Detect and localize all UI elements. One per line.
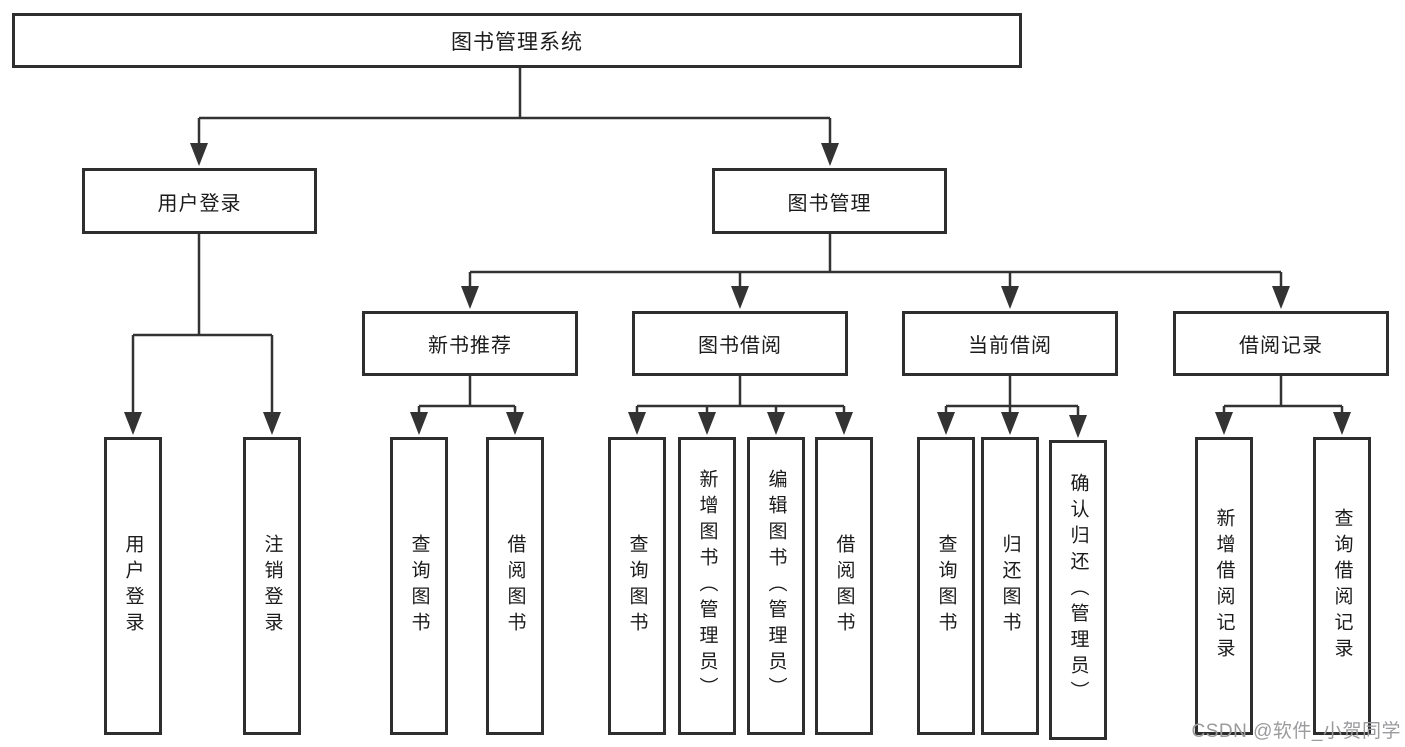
- leaf-recommend-query-books: 查询图书: [390, 437, 448, 735]
- leaf-borrow-borrow-books: 借阅图书: [815, 437, 873, 735]
- leaf-borrow-edit-books-admin-label: 编辑图书（管理员）: [765, 469, 787, 703]
- leaf-borrow-add-books-admin-label: 新增图书（管理员）: [696, 469, 718, 703]
- leaf-user-login: 用户登录: [104, 437, 162, 735]
- leaf-records-query-record: 查询借阅记录: [1313, 437, 1371, 735]
- node-borrow-records-label: 借阅记录: [1239, 335, 1323, 357]
- node-new-book-recommend: 新书推荐: [362, 311, 578, 376]
- leaf-borrow-query-books: 查询图书: [608, 437, 666, 735]
- leaf-borrow-add-books-admin: 新增图书（管理员）: [678, 437, 736, 735]
- node-borrow-records: 借阅记录: [1173, 311, 1389, 376]
- leaf-recommend-query-books-label: 查询图书: [408, 534, 430, 638]
- node-book-management: 图书管理: [712, 168, 947, 234]
- node-current-borrow-label: 当前借阅: [968, 335, 1052, 357]
- node-book-management-label: 图书管理: [787, 192, 872, 215]
- node-book-borrow-label: 图书借阅: [698, 335, 782, 357]
- node-book-borrow: 图书借阅: [632, 311, 848, 376]
- node-new-book-recommend-label: 新书推荐: [428, 335, 512, 357]
- leaf-current-confirm-return-admin: 确认归还（管理员）: [1049, 440, 1107, 740]
- leaf-logout-label: 注销登录: [261, 534, 283, 638]
- csdn-watermark: CSDN @软件_小贺同学: [1191, 721, 1401, 742]
- leaf-records-query-record-label: 查询借阅记录: [1331, 508, 1353, 664]
- node-root: 图书管理系统: [12, 13, 1022, 68]
- leaf-current-query-books-label: 查询图书: [935, 534, 957, 638]
- leaf-current-return-books: 归还图书: [981, 437, 1039, 735]
- node-user-login-label: 用户登录: [157, 192, 242, 215]
- leaf-borrow-edit-books-admin: 编辑图书（管理员）: [747, 437, 805, 735]
- leaf-borrow-query-books-label: 查询图书: [626, 534, 648, 638]
- node-root-label: 图书管理系统: [451, 30, 583, 54]
- leaf-current-query-books: 查询图书: [917, 437, 975, 735]
- leaf-borrow-borrow-books-label: 借阅图书: [833, 534, 855, 638]
- node-user-login: 用户登录: [82, 168, 317, 234]
- leaf-current-confirm-return-admin-label: 确认归还（管理员）: [1067, 473, 1089, 707]
- leaf-logout: 注销登录: [243, 437, 301, 735]
- leaf-user-login-label: 用户登录: [122, 534, 144, 638]
- leaf-recommend-borrow-books: 借阅图书: [486, 437, 544, 735]
- leaf-current-return-books-label: 归还图书: [999, 534, 1021, 638]
- leaf-recommend-borrow-books-label: 借阅图书: [504, 534, 526, 638]
- leaf-records-add-record: 新增借阅记录: [1195, 437, 1253, 735]
- node-current-borrow: 当前借阅: [902, 311, 1118, 376]
- leaf-records-add-record-label: 新增借阅记录: [1213, 508, 1235, 664]
